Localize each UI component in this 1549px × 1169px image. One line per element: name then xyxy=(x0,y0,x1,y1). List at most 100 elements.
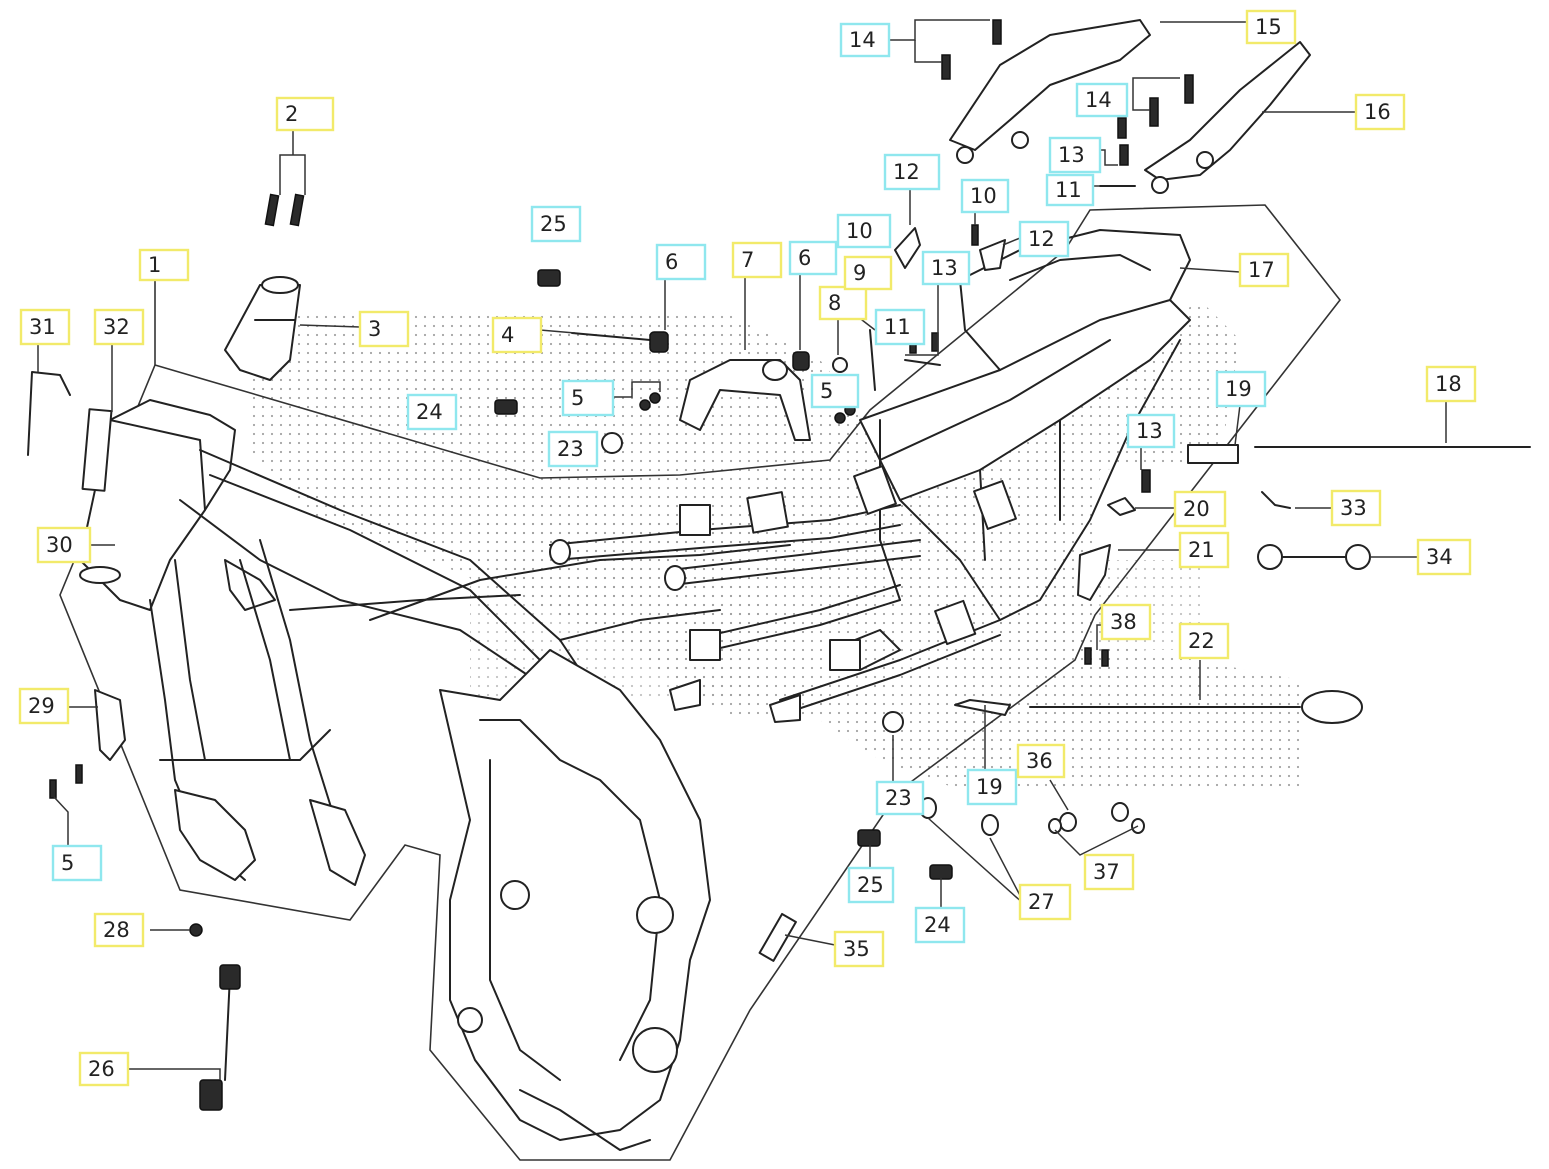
callout-box xyxy=(1238,252,1290,288)
callout-c23b: 23 xyxy=(875,780,925,816)
callout-number: 23 xyxy=(557,437,584,461)
callout-c12b: 12 xyxy=(1018,220,1070,258)
callout-c1: 1 xyxy=(138,248,190,282)
callout-number: 14 xyxy=(849,28,876,52)
callout-c5b: 5 xyxy=(810,373,860,409)
callout-box xyxy=(561,379,615,417)
callout-c7: 7 xyxy=(731,241,783,279)
callout-number: 13 xyxy=(1058,143,1085,167)
callout-box xyxy=(358,310,410,348)
callout-number: 4 xyxy=(501,323,514,347)
callout-number: 27 xyxy=(1028,890,1055,914)
callout-number: 5 xyxy=(61,851,74,875)
callout-box xyxy=(18,687,70,725)
callout-c21: 21 xyxy=(1178,531,1230,569)
callout-box xyxy=(874,308,926,346)
callout-number: 18 xyxy=(1435,372,1462,396)
callout-number: 30 xyxy=(46,533,73,557)
callout-box xyxy=(1045,173,1095,207)
callout-box xyxy=(275,96,335,132)
callout-box xyxy=(1016,743,1066,779)
callout-number: 8 xyxy=(828,291,841,315)
callout-c6b: 6 xyxy=(788,240,838,276)
callout-c13c: 13 xyxy=(1126,413,1176,449)
callout-box xyxy=(1354,93,1406,131)
callout-box xyxy=(843,255,893,291)
part-2-bolts xyxy=(264,193,305,227)
callout-box xyxy=(1245,9,1297,45)
callout-c33: 33 xyxy=(1330,489,1382,527)
callout-box xyxy=(1425,365,1477,403)
callout-number: 38 xyxy=(1110,610,1137,634)
callout-c19a: 19 xyxy=(1215,370,1267,408)
callout-c18: 18 xyxy=(1425,365,1477,403)
callout-c5c: 5 xyxy=(51,844,103,882)
callout-c37: 37 xyxy=(1083,853,1135,891)
callout-number: 20 xyxy=(1183,497,1210,521)
main-frame xyxy=(79,399,791,1151)
callout-c27: 27 xyxy=(1018,883,1072,921)
callout-number: 36 xyxy=(1026,749,1053,773)
callout-number: 32 xyxy=(103,315,130,339)
callout-number: 22 xyxy=(1188,629,1215,653)
part-3-steering-stem xyxy=(224,276,301,381)
callout-c24a: 24 xyxy=(406,393,458,431)
callout-box xyxy=(921,250,971,286)
callout-number: 12 xyxy=(1028,227,1055,251)
group-outlines xyxy=(59,204,1342,1161)
callout-box xyxy=(93,912,145,948)
callout-box xyxy=(406,393,458,431)
callout-box xyxy=(1173,490,1227,528)
callout-c34: 34 xyxy=(1416,538,1472,576)
callout-number: 2 xyxy=(285,102,298,126)
callout-c4: 4 xyxy=(491,316,543,354)
callout-c28: 28 xyxy=(93,912,145,948)
callout-number: 1 xyxy=(148,253,161,277)
callout-number: 34 xyxy=(1426,545,1453,569)
callout-number: 37 xyxy=(1093,860,1120,884)
callout-box xyxy=(51,844,103,882)
callout-number: 3 xyxy=(368,317,381,341)
callout-number: 25 xyxy=(857,873,884,897)
callout-box xyxy=(818,285,868,321)
callout-c31: 31 xyxy=(19,308,71,346)
callout-box xyxy=(78,1051,130,1087)
callout-box xyxy=(810,373,860,409)
callout-box xyxy=(1215,370,1267,408)
small-parts xyxy=(27,19,1531,1111)
callout-number: 16 xyxy=(1364,100,1391,124)
callout-box xyxy=(655,243,707,281)
callout-box xyxy=(1178,531,1230,569)
callout-number: 24 xyxy=(924,913,951,937)
callout-box xyxy=(1416,538,1472,576)
callout-c6a: 6 xyxy=(655,243,707,281)
callout-number: 6 xyxy=(798,246,811,270)
callout-box xyxy=(875,780,925,816)
callout-box xyxy=(1100,603,1152,641)
callout-c2: 2 xyxy=(275,96,335,132)
callout-number: 17 xyxy=(1248,258,1275,282)
callout-number: 24 xyxy=(416,400,443,424)
callout-c3: 3 xyxy=(358,310,410,348)
callout-box xyxy=(491,316,543,354)
callout-number: 19 xyxy=(1225,377,1252,401)
callout-c13b: 13 xyxy=(1048,136,1102,174)
callout-c25b: 25 xyxy=(847,866,895,904)
callout-number: 12 xyxy=(893,160,920,184)
callout-number: 11 xyxy=(884,315,911,339)
callout-box xyxy=(36,526,92,564)
callout-number: 26 xyxy=(88,1057,115,1081)
callout-box xyxy=(93,308,145,346)
callout-box xyxy=(1048,136,1102,174)
leader-lines xyxy=(37,19,1447,1080)
callout-number: 35 xyxy=(843,937,870,961)
callout-c29: 29 xyxy=(18,687,70,725)
callout-c17: 17 xyxy=(1238,252,1290,288)
callout-number: 29 xyxy=(28,694,55,718)
callout-box xyxy=(1126,413,1176,449)
callout-box xyxy=(1178,622,1230,660)
callout-number: 31 xyxy=(29,315,56,339)
callout-box xyxy=(836,213,892,249)
